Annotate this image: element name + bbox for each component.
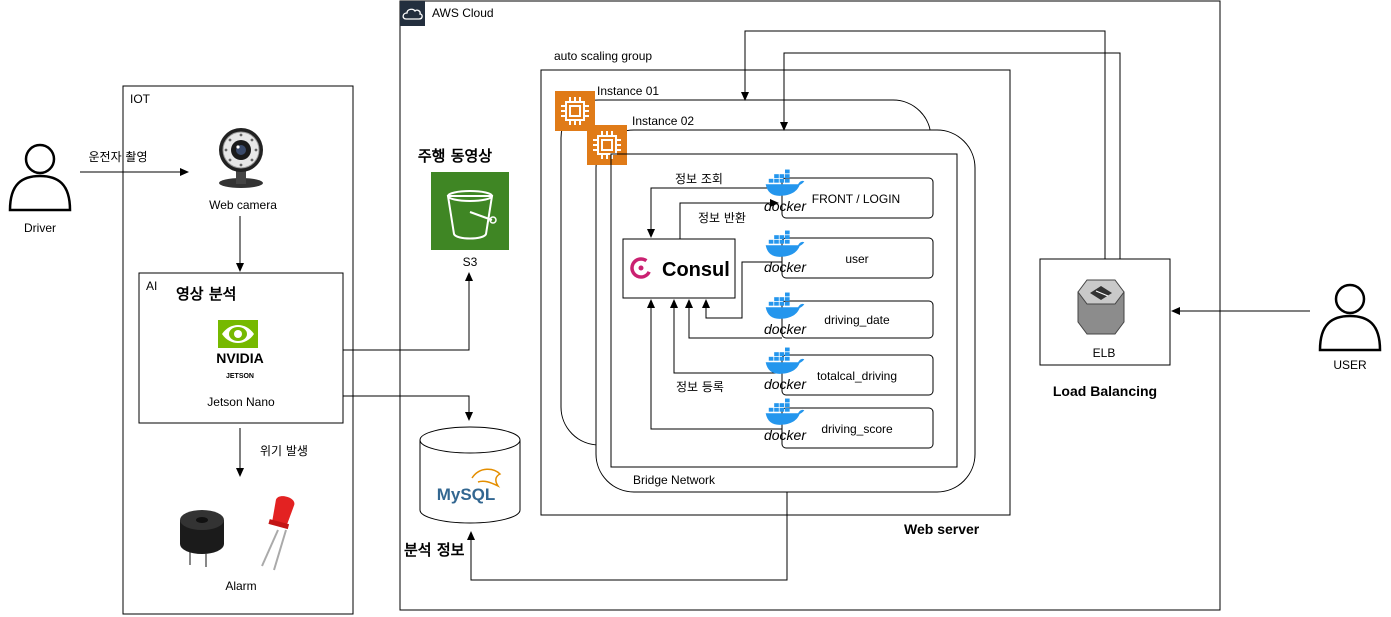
consul-label: Consul xyxy=(662,259,730,281)
docker-icon: docker xyxy=(764,347,807,392)
mysql-dolphin-icon xyxy=(471,468,502,488)
docker-wordmark: docker xyxy=(764,376,807,392)
docker-icon: docker xyxy=(764,398,807,443)
docker-wordmark: docker xyxy=(764,321,807,337)
web-to-mysql-arrow xyxy=(467,492,788,581)
score-register-arrow xyxy=(647,299,782,430)
instance-02-label: Instance 02 xyxy=(632,114,694,128)
alarm-label: Alarm xyxy=(225,579,256,593)
aws-cloud-title: AWS Cloud xyxy=(432,6,494,20)
led-icon xyxy=(261,496,295,571)
cloud-icon xyxy=(402,8,423,20)
elb-to-instance-01-arrow xyxy=(741,30,1106,259)
webserver-label: Web server xyxy=(904,521,980,537)
service-box-driving-date xyxy=(781,300,934,339)
ai-to-mysql-arrow xyxy=(343,395,473,421)
ai-title: AI xyxy=(146,279,157,293)
jetson-nano-label: Jetson Nano xyxy=(207,395,275,409)
lookup-label: 정보 조회 xyxy=(675,172,723,186)
docker-icon: docker xyxy=(764,169,807,214)
capture-label: 운전자 촬영 xyxy=(88,150,147,164)
s3-heading: 주행 동영상 xyxy=(418,147,492,165)
webcam-label: Web camera xyxy=(209,198,277,212)
instance-02-ec2-icon xyxy=(587,125,627,165)
user-label: USER xyxy=(1333,358,1367,372)
webcam-icon xyxy=(219,128,263,188)
bridge-network-box xyxy=(610,153,958,468)
service-box-front-login xyxy=(781,177,934,219)
user-register-arrow xyxy=(702,261,782,319)
driver-label: Driver xyxy=(24,221,56,235)
elb-to-instance-02-arrow xyxy=(780,52,1121,259)
register-label: 정보 등록 xyxy=(676,380,724,394)
service-box-driving-score xyxy=(781,407,934,449)
service-list: FRONT / LOGIN user driving_date totalcal… xyxy=(781,177,934,449)
jetson-wordmark: JETSON xyxy=(226,373,254,380)
s3-bucket-icon xyxy=(431,172,509,250)
docker-icon: docker xyxy=(764,292,807,337)
service-box-user xyxy=(781,237,934,279)
service-label: user xyxy=(845,252,868,266)
docker-icon: docker xyxy=(764,230,807,275)
driving-date-register-arrow xyxy=(685,299,782,339)
return-arrow xyxy=(679,199,779,239)
totalcal-register-arrow xyxy=(670,299,782,374)
service-box-totalcal-driving xyxy=(781,354,934,396)
service-label: driving_score xyxy=(821,422,893,436)
bridge-network-label: Bridge Network xyxy=(633,473,716,487)
analysis-label: 분석 정보 xyxy=(404,541,465,559)
ai-box xyxy=(138,272,344,424)
load-balancing-label: Load Balancing xyxy=(1053,383,1157,399)
aws-cloud-group xyxy=(399,0,1221,611)
auto-scaling-group xyxy=(540,69,1011,516)
service-label: FRONT / LOGIN xyxy=(812,192,900,206)
mysql-database: MySQL xyxy=(419,426,521,524)
aws-cloud-badge xyxy=(400,1,425,26)
elb-label: ELB xyxy=(1093,346,1116,360)
nvidia-logo-icon: NVIDIA JETSON xyxy=(216,320,264,380)
user-actor: USER xyxy=(1318,283,1382,372)
lookup-arrow xyxy=(647,187,780,238)
service-label: driving_date xyxy=(824,313,890,327)
driver-person-icon xyxy=(8,143,72,212)
nvidia-wordmark: NVIDIA xyxy=(216,350,263,366)
ai-heading: 영상 분석 xyxy=(176,285,236,303)
elb-icon xyxy=(1077,279,1125,335)
docker-icons: docker docker docker docker docker xyxy=(764,169,807,443)
user-person-icon xyxy=(1318,283,1382,352)
iot-title: IOT xyxy=(130,92,151,106)
return-label: 정보 반환 xyxy=(698,211,746,225)
service-label: totalcal_driving xyxy=(817,369,897,383)
ai-to-s3-arrow xyxy=(343,272,473,351)
s3-label: S3 xyxy=(463,255,478,269)
instance-01-label: Instance 01 xyxy=(597,84,659,98)
docker-wordmark: docker xyxy=(764,427,807,443)
mysql-logo-text: MySQL xyxy=(437,485,496,504)
driver-actor: Driver xyxy=(8,143,72,235)
asg-label: auto scaling group xyxy=(554,49,652,63)
docker-wordmark: docker xyxy=(764,259,807,275)
docker-wordmark: docker xyxy=(764,198,807,214)
buzzer-icon xyxy=(180,510,224,567)
danger-label: 위기 발생 xyxy=(260,444,308,458)
